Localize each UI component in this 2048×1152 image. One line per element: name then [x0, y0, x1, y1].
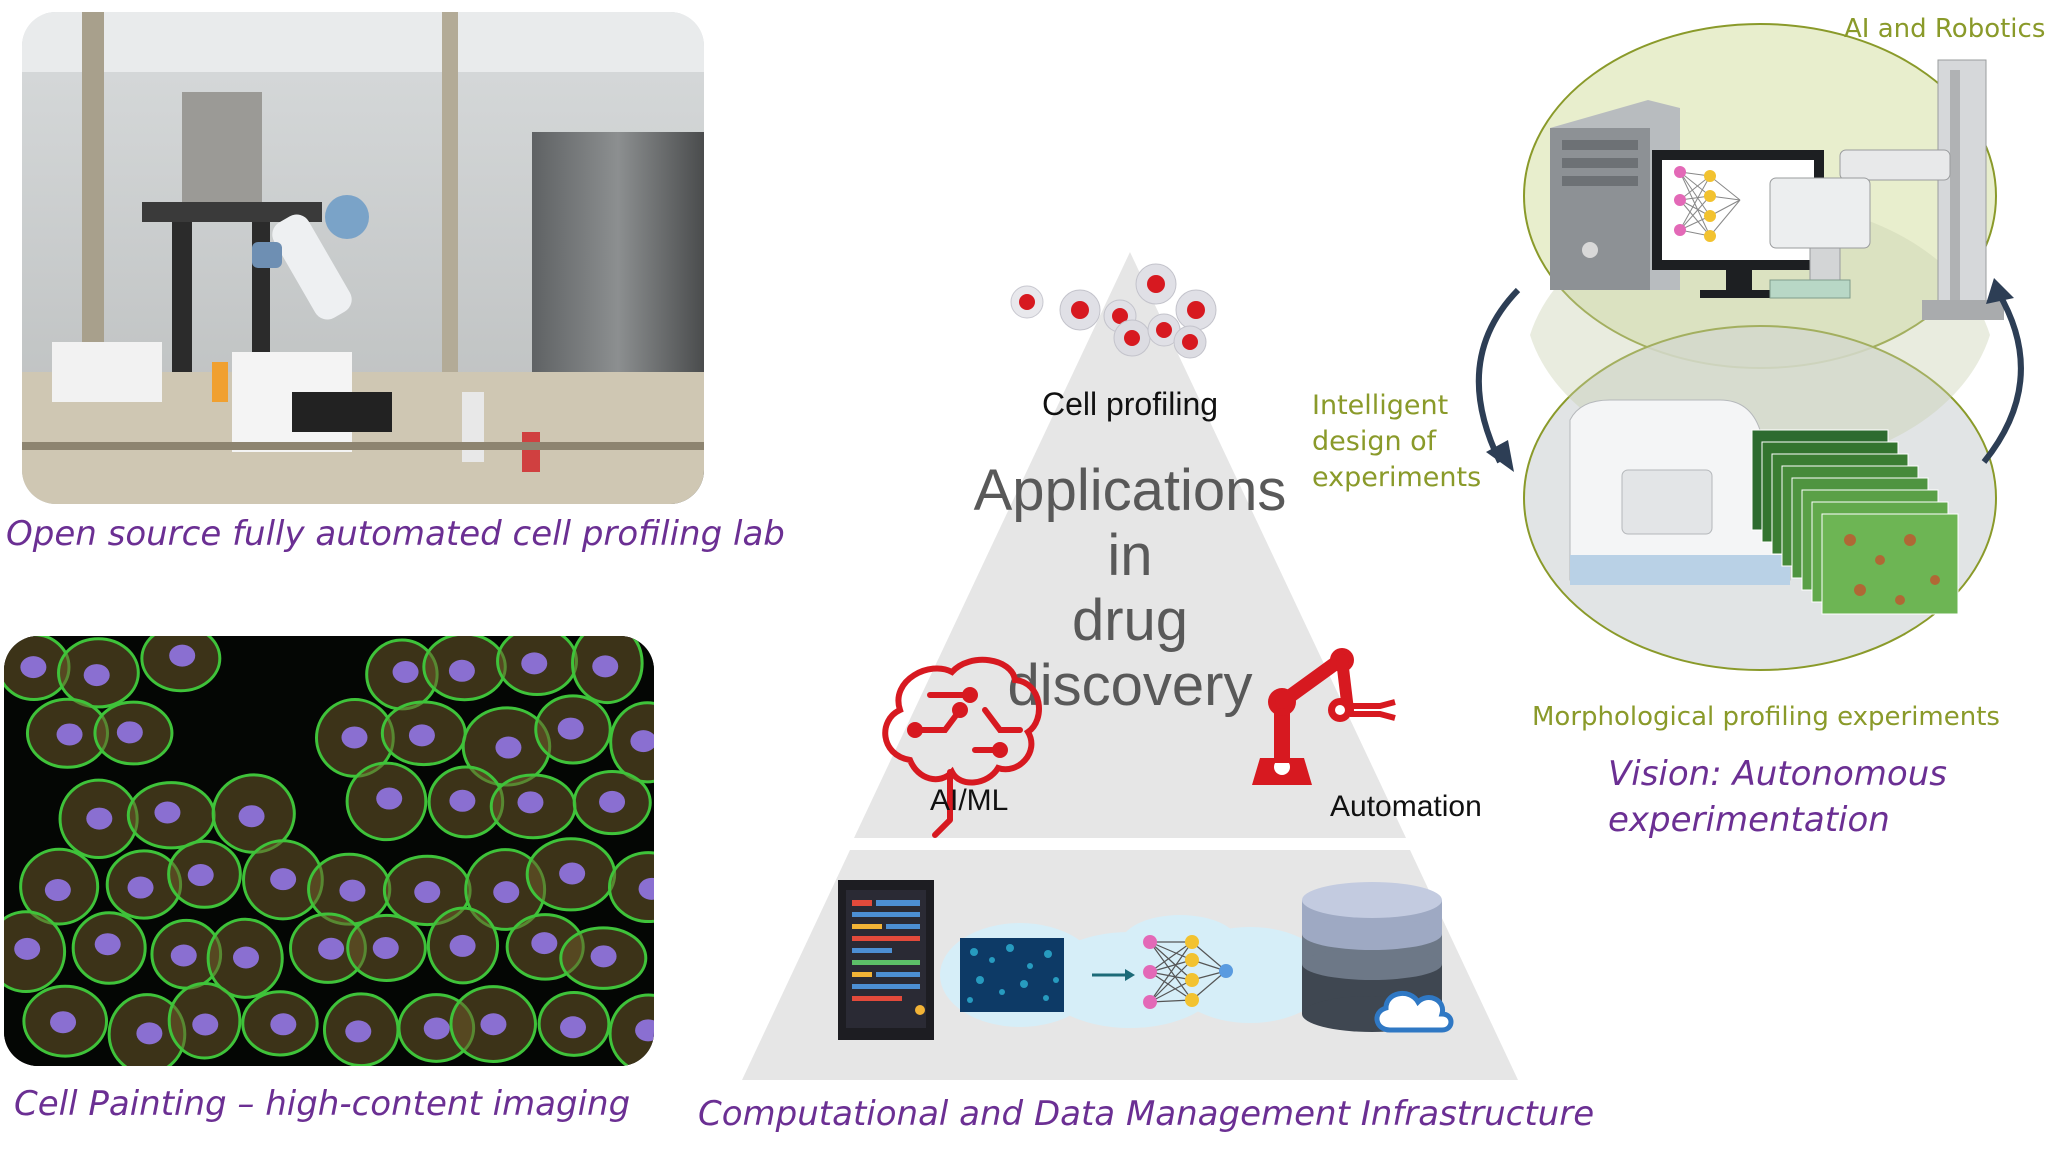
cell-nucleus — [187, 864, 214, 887]
cell-nucleus — [559, 862, 586, 885]
cell-nucleus — [448, 659, 475, 682]
cell-nucleus — [592, 655, 619, 678]
cell-painting-image — [4, 636, 654, 1066]
neural-network-icon — [1143, 935, 1233, 1009]
cell-nucleus — [339, 879, 366, 902]
cell-nucleus — [372, 937, 399, 960]
pyramid-diagram: Cell profiling Applications in drug disc… — [742, 252, 1518, 1080]
cell-nucleus — [590, 945, 617, 968]
image-stack-icon — [1751, 429, 1959, 615]
cell-nucleus — [94, 933, 121, 956]
painted-cell — [608, 993, 654, 1066]
cell-nucleus — [14, 937, 41, 960]
cell-nucleus — [86, 807, 113, 830]
right-cycle-arrow — [1981, 290, 2024, 464]
cell-nucleus — [560, 1016, 587, 1039]
intelligent-design-line2: design of — [1312, 426, 1437, 457]
brain-icon — [882, 656, 1042, 838]
pyramid-top — [854, 252, 1406, 838]
cell-nucleus — [495, 736, 522, 759]
cell-nucleus — [638, 877, 654, 900]
center-title-line1: Applications — [974, 458, 1287, 523]
intelligent-design-line3: experiments — [1312, 462, 1482, 493]
cell-group — [4, 636, 654, 1066]
cell-nucleus — [50, 1011, 77, 1034]
infrastructure-caption: Computational and Data Management Infras… — [698, 1094, 1595, 1134]
cell-nucleus — [270, 1013, 297, 1036]
cell-nucleus — [116, 721, 143, 744]
cell-nucleus — [20, 656, 47, 679]
cell-nucleus — [169, 644, 196, 667]
cell-nucleus — [170, 944, 197, 967]
cell-nucleus — [414, 881, 441, 904]
painting-caption: Cell Painting – high-content imaging — [14, 1084, 631, 1124]
cell-nucleus — [318, 937, 345, 960]
right-arrow-head — [1986, 278, 2014, 304]
cell-nucleus — [341, 726, 368, 749]
cell-painting-illustration — [4, 636, 654, 1066]
cell-nucleus — [270, 868, 297, 891]
cell-nucleus — [44, 879, 71, 902]
cell-nucleus — [345, 1020, 372, 1043]
automation-label: Automation — [1330, 790, 1482, 823]
cell-profiling-label: Cell profiling — [1042, 386, 1218, 422]
cell-nucleus — [376, 787, 403, 810]
vision-caption-line2: experimentation — [1608, 800, 1890, 840]
left-arrow-head — [1486, 440, 1514, 472]
cell-nucleus — [136, 1022, 163, 1045]
autonomous-cycle-diagram — [1475, 23, 2024, 671]
cell-nucleus — [521, 652, 548, 675]
ai-ml-label: AI/ML — [930, 784, 1008, 817]
painted-cell — [608, 851, 654, 924]
center-title: Applications in drug discovery — [974, 458, 1287, 718]
cell-nucleus — [635, 1019, 654, 1042]
lab-photo — [22, 12, 704, 504]
cell-nucleus — [557, 717, 584, 740]
robotic-arm-icon — [1769, 59, 2004, 320]
cell-nucleus — [423, 1017, 450, 1040]
cell-nucleus — [480, 1013, 507, 1036]
cell-nucleus — [232, 946, 259, 969]
cell-nucleus — [238, 805, 265, 828]
imaging-instrument-icon — [1569, 399, 1791, 585]
cell-nucleus — [408, 724, 435, 747]
robot-arm-icon — [1252, 648, 1396, 785]
cell-nucleus — [630, 730, 654, 753]
lab-caption: Open source fully automated cell profili… — [6, 514, 785, 554]
center-title-line3: drug — [1072, 588, 1188, 653]
intelligent-design-line1: Intelligent — [1312, 390, 1449, 421]
data-cloud-icon — [940, 915, 1330, 1028]
center-title-line4: discovery — [1008, 653, 1253, 718]
ai-robotics-label: AI and Robotics — [1844, 14, 2046, 44]
cell-nucleus — [517, 791, 544, 814]
cell-nucleus — [127, 876, 154, 899]
cell-nucleus — [531, 932, 558, 955]
morphological-label: Morphological profiling experiments — [1532, 702, 2000, 732]
cell-nucleus — [599, 790, 626, 813]
left-cycle-arrow — [1475, 287, 1521, 464]
server-rack-icon — [838, 880, 934, 1040]
cell-nucleus — [154, 801, 181, 824]
computer-tower-icon — [1550, 100, 1680, 290]
center-title-line2: in — [1107, 523, 1152, 588]
cell-nucleus — [56, 723, 83, 746]
lab-photo-illustration — [22, 12, 704, 504]
cell-nucleus — [449, 789, 476, 812]
cell-nucleus — [83, 664, 110, 687]
cell-nucleus — [192, 1013, 219, 1036]
cloud-icon — [1374, 991, 1454, 1033]
cell-nucleus — [493, 881, 520, 904]
cell-nucleus — [392, 660, 419, 683]
vision-caption-line1: Vision: Autonomous — [1608, 754, 1947, 794]
cell-nucleus — [449, 934, 476, 957]
cells-cluster-icon — [1010, 263, 1217, 359]
